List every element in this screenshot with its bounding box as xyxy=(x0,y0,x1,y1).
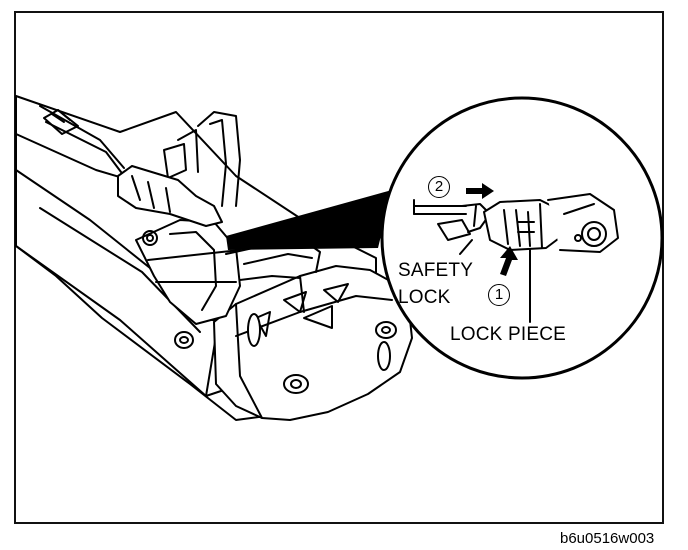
step-2-marker: 2 xyxy=(428,176,450,198)
arrow-up-icon xyxy=(500,246,518,276)
figure-code: b6u0516w003 xyxy=(560,530,655,547)
transmission-housing-illustration xyxy=(15,95,413,421)
safety-lock-label-line1: SAFETY xyxy=(398,260,474,281)
illustration-frame xyxy=(14,11,664,524)
step-1-marker: 1 xyxy=(488,284,510,306)
lock-piece-label: LOCK PIECE xyxy=(450,324,567,345)
safety-lock-label-line2: LOCK xyxy=(398,287,451,308)
detail-zoom-view xyxy=(380,96,664,380)
callout-pointer xyxy=(226,190,392,250)
arrow-right-icon xyxy=(466,183,494,199)
